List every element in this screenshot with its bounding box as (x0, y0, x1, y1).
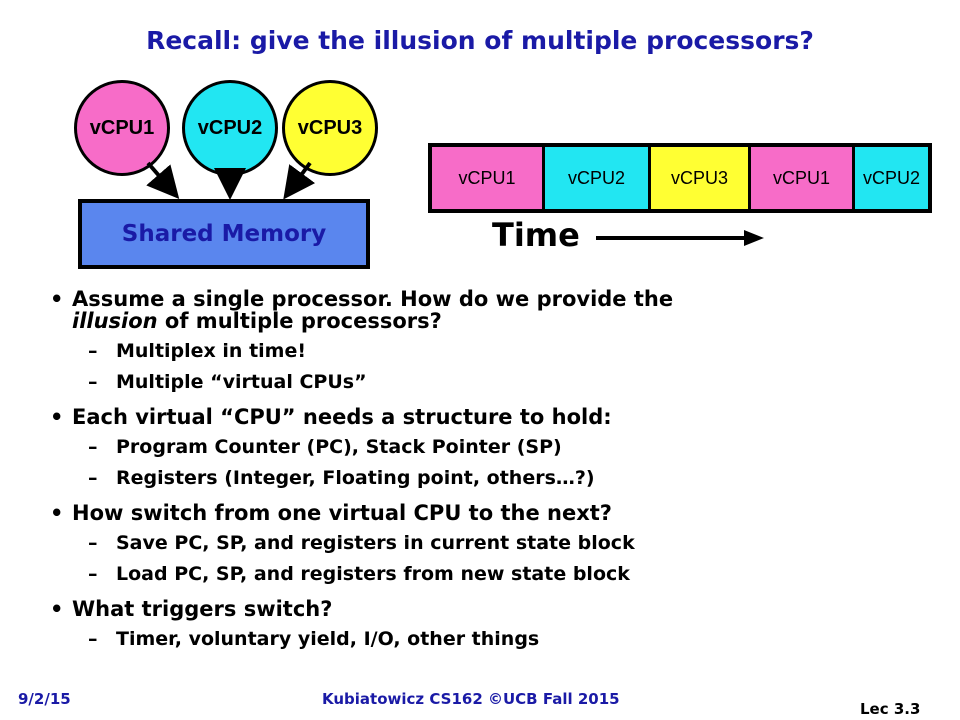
sub-bullet-text: Program Counter (PC), Stack Pointer (SP) (116, 436, 562, 458)
time-arrow-icon (596, 230, 764, 246)
bullet-text: How switch from one virtual CPU to the n… (72, 501, 612, 525)
bullet-list: • Assume a single processor. How do we p… (44, 280, 934, 651)
dash-icon: – (88, 371, 98, 393)
sub-bullet-item: – Timer, voluntary yield, I/O, other thi… (44, 627, 934, 651)
slide-title: Recall: give the illusion of multiple pr… (146, 26, 814, 55)
vcpu3-circle: vCPU3 (282, 80, 378, 176)
sub-bullet-text: Registers (Integer, Floating point, othe… (116, 467, 595, 489)
dash-icon: – (88, 563, 98, 585)
vcpu3-label: vCPU3 (297, 116, 363, 139)
sub-bullet-item: – Load PC, SP, and registers from new st… (44, 562, 934, 586)
bullet-dot-icon: • (50, 597, 64, 621)
dash-icon: – (88, 628, 98, 650)
dash-icon: – (88, 467, 98, 489)
sub-bullet-item: – Registers (Integer, Floating point, ot… (44, 466, 934, 490)
timeline-segment: vCPU2 (542, 147, 648, 209)
timeline-segment: vCPU2 (852, 147, 928, 209)
bullet-item: • How switch from one virtual CPU to the… (44, 502, 934, 524)
bullet-text: Each virtual “CPU” needs a structure to … (72, 405, 612, 429)
bullet-text: of multiple processors? (157, 309, 442, 333)
bullet-dot-icon: • (50, 287, 64, 311)
bullet-item: • What triggers switch? (44, 598, 934, 620)
footer-lecture: Lec 3.3 (860, 700, 921, 718)
sub-bullet-text: Save PC, SP, and registers in current st… (116, 532, 635, 554)
bullet-dot-icon: • (50, 405, 64, 429)
bullet-dot-icon: • (50, 501, 64, 525)
sub-bullet-item: – Save PC, SP, and registers in current … (44, 531, 934, 555)
dash-icon: – (88, 340, 98, 362)
sub-bullet-item: – Multiple “virtual CPUs” (44, 370, 934, 394)
vcpu2-label: vCPU2 (197, 116, 263, 139)
sub-bullet-text: Timer, voluntary yield, I/O, other thing… (116, 628, 540, 650)
shared-memory-box: Shared Memory (78, 199, 370, 269)
timeline-segment: vCPU1 (748, 147, 852, 209)
bullet-text: Assume a single processor. How do we pro… (72, 287, 674, 311)
bullet-text-italic: illusion (72, 309, 158, 333)
arrow-vcpu1 (146, 161, 180, 200)
bullet-text: What triggers switch? (72, 597, 333, 621)
footer-course: Kubiatowicz CS162 ©UCB Fall 2015 (322, 690, 620, 708)
dash-icon: – (88, 436, 98, 458)
sub-bullet-text: Load PC, SP, and registers from new stat… (116, 563, 630, 585)
vcpu1-circle: vCPU1 (74, 80, 170, 176)
sub-bullet-item: – Program Counter (PC), Stack Pointer (S… (44, 435, 934, 459)
bullet-item: • Each virtual “CPU” needs a structure t… (44, 406, 934, 428)
bullet-item: • Assume a single processor. How do we p… (44, 288, 934, 332)
vcpu1-label: vCPU1 (89, 116, 155, 139)
arrow-vcpu3 (283, 161, 316, 200)
sub-bullet-text: Multiple “virtual CPUs” (116, 371, 367, 393)
timeline-segment: vCPU3 (648, 147, 748, 209)
time-label: Time (492, 216, 580, 254)
sub-bullet-text: Multiplex in time! (116, 340, 307, 362)
timeline-segment: vCPU1 (432, 147, 542, 209)
sub-bullet-item: – Multiplex in time! (44, 339, 934, 363)
cpu-timeline: vCPU1 vCPU2 vCPU3 vCPU1 vCPU2 (428, 143, 932, 213)
footer-date: 9/2/15 (18, 690, 71, 708)
dash-icon: – (88, 532, 98, 554)
